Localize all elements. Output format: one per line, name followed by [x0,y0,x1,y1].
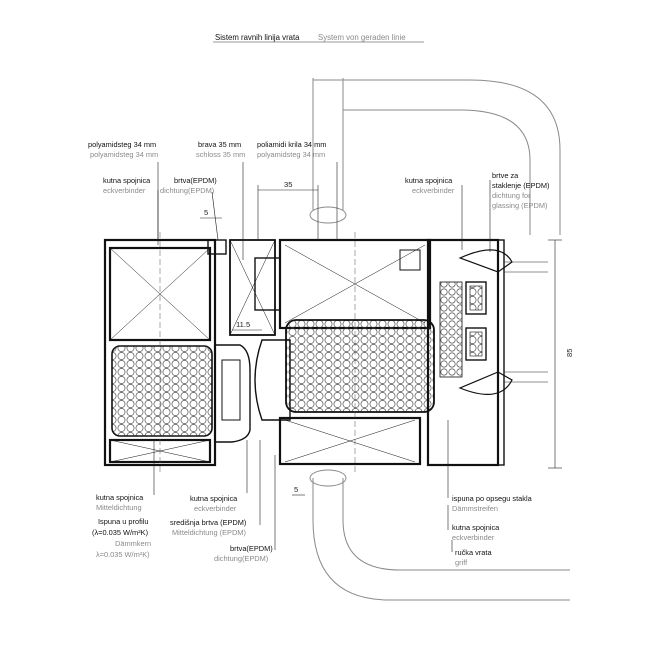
label-kutna-bottom-left-2: Mitteldichtung [96,503,142,512]
label-kutna-top-right-1: kutna spojnica [405,176,453,185]
label-kutna-bottom-right-1: kutna spojnica [452,523,500,532]
dim-5-top: 5 [204,208,208,217]
label-kutna-bottom-mid-2: eckverbinder [194,504,237,513]
label-kutna-top-left-1: kutna spojnica [103,176,151,185]
dim-85: 85 [565,349,574,357]
title-main: Sistem ravnih linija vrata [215,33,300,42]
label-brtva-bottom-1: brtva(EPDM) [230,544,273,553]
label-kutna-bottom-mid-1: kutna spojnica [190,494,238,503]
label-ispuna-opsegu-1: ispuna po opsegu stakla [452,494,533,503]
sash-profile [254,238,435,466]
dim-5-bottom: 5 [294,485,298,494]
dim-35: 35 [284,180,292,189]
label-kutna-top-left-2: eckverbinder [103,186,146,195]
label-brtve-za-1: brtve za [492,171,519,180]
label-ispuna-profil-4: λ=0.035 W/m²K) [96,550,150,559]
label-ispuna-profil-3: Dämmkern [115,539,151,548]
label-rucka-2: griff [455,558,468,567]
label-sredisnja-1: središnja brtva (EPDM) [170,518,246,527]
label-brtva-top-1: brtva(EPDM) [174,176,217,185]
leader-lines [153,162,491,552]
label-sredisnja-2: Mitteldichtung (EPDM) [172,528,246,537]
dimension-lines [200,185,562,496]
label-brtve-za-4: glassing (EPDM) [492,201,547,210]
door-handle [309,78,570,601]
label-brtve-za-3: dichtung for [492,191,531,200]
label-poliamidi-krila-1: poliamidi krila 34 mm [257,140,326,149]
label-poliamidi-krila-2: polyamidsteg 34 mm [257,150,325,159]
frame-profile [103,238,281,467]
label-brtve-za-2: staklenje (EPDM) [492,181,550,190]
label-rucka-1: ručka vrata [455,548,492,557]
title-sub: System von geraden linie [318,33,406,42]
label-kutna-bottom-left-1: kutna spojnica [96,493,144,502]
label-polyamid-left-1: polyamidsteg 34 mm [88,140,156,149]
label-kutna-bottom-right-2: eckverbinder [452,533,495,542]
label-polyamid-left-2: polyamidsteg 34 mm [90,150,158,159]
glazing-unit [426,238,548,467]
label-kutna-top-right-2: eckverbinder [412,186,455,195]
label-ispuna-profil-2: (λ=0.035 W/m²K) [92,528,148,537]
label-brava-1: brava 35 mm [198,140,241,149]
label-brava-2: schloss 35 mm [196,150,245,159]
label-brtva-top-2: dichtung(EPDM) [160,186,214,195]
label-ispuna-profil-1: Ispuna u profilu [98,517,149,526]
label-ispuna-opsegu-2: Dämmstreifen [452,504,498,513]
dim-11-5: 11.5 [236,320,250,329]
label-brtva-bottom-2: dichtung(EPDM) [214,554,268,563]
